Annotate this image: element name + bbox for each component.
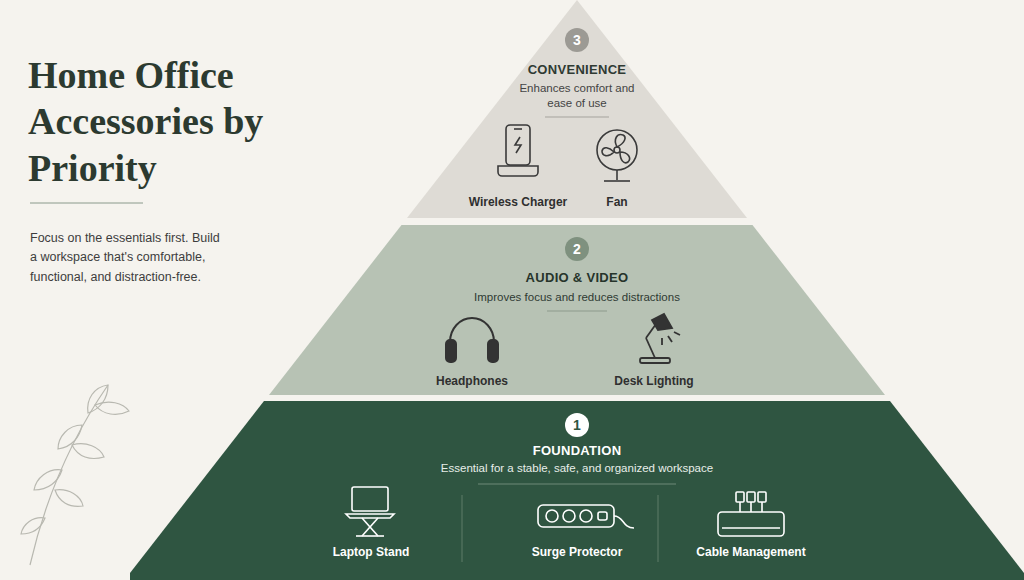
surge-protector-icon (538, 505, 634, 528)
band-heading: AUDIO & VIDEO (526, 270, 629, 287)
priority-number: 3 (565, 28, 589, 52)
item-label: Headphones (436, 374, 508, 388)
number-text: 2 (573, 240, 581, 258)
item-label: Desk Lighting (614, 374, 693, 388)
item-label: Surge Protector (532, 545, 623, 559)
intro-text: Focus on the essentials first. Build a w… (30, 229, 230, 287)
number-text: 1 (573, 416, 581, 434)
band-heading: CONVENIENCE (528, 62, 627, 79)
band-description: Enhances comfort and ease of use (517, 81, 637, 111)
item-label: Wireless Charger (469, 195, 568, 209)
priority-number: 2 (565, 237, 589, 261)
priority-band: AUDIO & VIDEO Improves focus and reduces … (269, 225, 885, 395)
number-text: 3 (573, 31, 581, 49)
item-label: Laptop Stand (333, 545, 410, 559)
band-description: Essential for a stable, safe, and organi… (441, 461, 713, 476)
priority-number: 1 (565, 413, 589, 437)
item-label: Fan (606, 195, 627, 209)
band-description: Improves focus and reduces distractions (474, 290, 680, 305)
divider (462, 495, 463, 562)
headphones-icon (446, 318, 498, 362)
page-title: Home Office Accessories by Priority (28, 52, 278, 191)
divider (547, 311, 607, 312)
leaf-branch (21, 385, 129, 565)
divider (658, 495, 659, 562)
laptop-stand-icon (346, 487, 394, 536)
item-label: Cable Management (696, 545, 805, 559)
desk-lamp-icon (640, 314, 680, 363)
cable-box-icon (718, 492, 784, 536)
band-heading: FOUNDATION (533, 443, 622, 460)
fan-icon (597, 130, 637, 181)
wireless-charger-icon (498, 125, 538, 176)
title-rule (30, 203, 143, 204)
divider (545, 117, 609, 118)
priority-band: CONVENIENCE Enhances comfort and ease of … (407, 0, 747, 218)
divider (478, 484, 676, 485)
